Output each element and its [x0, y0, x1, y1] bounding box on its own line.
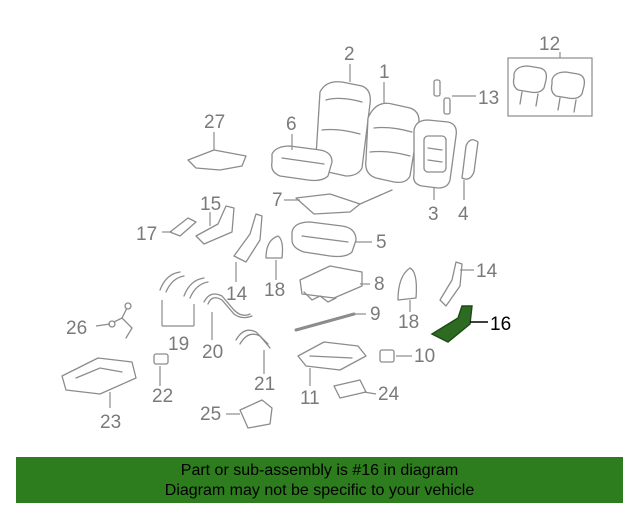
- callout-3: 3: [428, 204, 439, 225]
- part-13-guides: [433, 79, 451, 115]
- callout-23: 23: [100, 412, 121, 433]
- parts-diagram: 1 2 3 4 5 6 7 8 9 10 11 12 13 14 14 15 1…: [61, 34, 593, 433]
- callout-16: 16: [490, 314, 511, 335]
- callout-9: 9: [370, 304, 381, 325]
- part-3-seat-frame: [413, 119, 457, 189]
- callout-26: 26: [66, 318, 87, 339]
- callout-14-right: 14: [476, 261, 498, 282]
- part-16-highlighted: [430, 305, 473, 343]
- callout-18-right: 18: [398, 312, 419, 333]
- part-21-wire: [235, 329, 271, 349]
- part-27-bracket: [187, 149, 247, 171]
- part-7-wire: [295, 189, 393, 215]
- part-11-base: [297, 341, 367, 371]
- part-26-harness: [108, 302, 133, 339]
- part-18-cover-left: [265, 235, 284, 259]
- callout-15: 15: [200, 194, 221, 215]
- banner-line-2: Diagram may not be specific to your vehi…: [164, 482, 475, 499]
- callout-20: 20: [202, 342, 223, 363]
- part-8-frame: [299, 265, 363, 303]
- part-5-cushion: [291, 221, 357, 258]
- callout-25: 25: [200, 404, 221, 425]
- part-4-side-trim: [461, 139, 479, 180]
- callout-24: 24: [378, 384, 400, 405]
- part-1-seat-back: [365, 102, 420, 184]
- part-15-bracket: [195, 205, 235, 245]
- callout-5: 5: [376, 232, 387, 253]
- callout-labels: 1 2 3 4 5 6 7 8 9 10 11 12 13 14 14 15 1…: [66, 34, 560, 433]
- callout-21: 21: [254, 374, 275, 395]
- part-6-cushion: [271, 145, 333, 182]
- callout-17: 17: [136, 224, 157, 245]
- callout-1: 1: [379, 62, 390, 83]
- part-10-switch: [379, 349, 395, 363]
- part-9-rod: [294, 312, 356, 332]
- leader-lines: [95, 52, 561, 415]
- callout-12: 12: [539, 34, 560, 55]
- part-14-recliner-right: [439, 261, 463, 307]
- callout-13: 13: [478, 88, 499, 109]
- part-18-cover-right: [397, 267, 418, 301]
- callout-4: 4: [458, 204, 469, 225]
- part-24-panel: [333, 379, 367, 399]
- info-banner: Part or sub-assembly is #16 in diagram D…: [16, 457, 623, 503]
- part-25-cover: [239, 399, 273, 429]
- part-12-headrests: [512, 65, 586, 113]
- part-19-wires: [159, 271, 209, 299]
- banner-line-1: Part or sub-assembly is #16 in diagram: [180, 462, 459, 479]
- part-17-bracket: [169, 217, 197, 237]
- callout-7: 7: [272, 190, 283, 211]
- callout-11: 11: [300, 388, 320, 409]
- part-20-wire: [203, 293, 253, 319]
- callout-19: 19: [168, 334, 189, 355]
- callout-2: 2: [344, 44, 355, 65]
- callout-22: 22: [152, 386, 173, 407]
- part-14-recliner-left: [233, 213, 263, 263]
- callout-10: 10: [414, 346, 435, 367]
- callout-14-left: 14: [226, 284, 248, 305]
- callout-27: 27: [204, 112, 225, 133]
- callout-8: 8: [374, 274, 385, 295]
- part-22-clip: [153, 353, 169, 365]
- part-12-box: [507, 57, 593, 117]
- callout-6: 6: [286, 114, 297, 135]
- callout-18-left: 18: [264, 280, 285, 301]
- part-23-tray: [61, 357, 137, 395]
